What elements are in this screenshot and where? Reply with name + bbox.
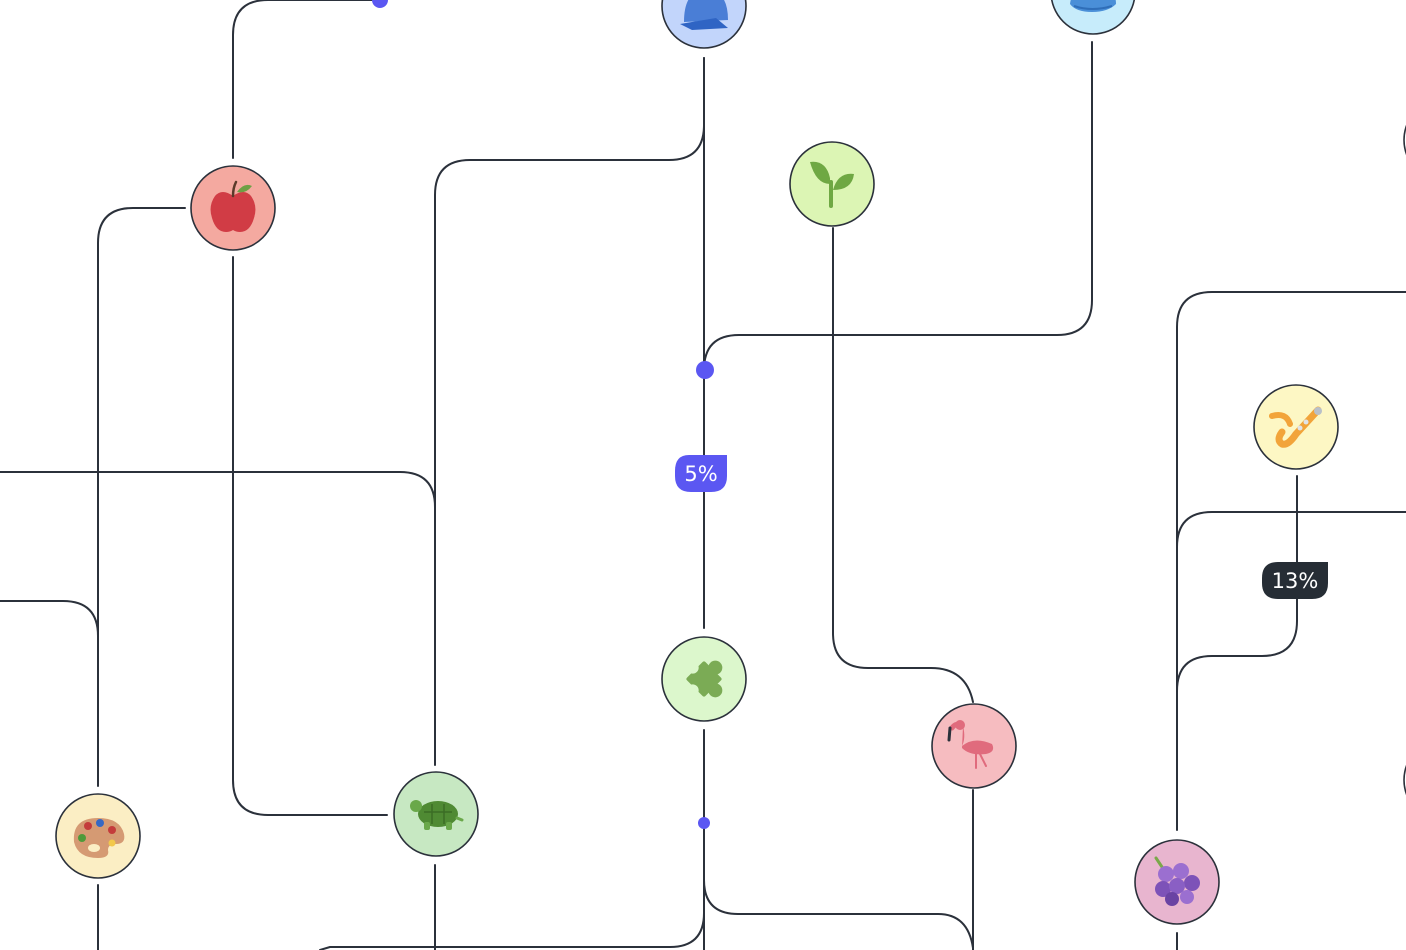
edge-puzzle-flamingo xyxy=(703,822,974,949)
node-apple[interactable] xyxy=(190,165,276,251)
edge-apple-palette xyxy=(97,207,186,787)
percent-badge-right-label: 13% xyxy=(1272,569,1319,593)
junction-dot-center[interactable] xyxy=(696,361,714,379)
node-seedling[interactable] xyxy=(789,141,875,227)
artist-palette-icon xyxy=(73,818,125,858)
cap-icon xyxy=(680,0,728,30)
node-puzzle[interactable] xyxy=(661,636,747,722)
edge-left-turtle xyxy=(0,471,436,508)
edge-saxophone-grapes xyxy=(1176,475,1298,692)
puzzle-piece-icon xyxy=(686,660,723,698)
apple-icon xyxy=(210,180,256,232)
grapes-icon xyxy=(1154,856,1200,906)
edge-whale-junction xyxy=(703,41,1093,371)
edge-seedling-flamingo xyxy=(832,227,974,703)
edge-left-palette xyxy=(0,600,99,637)
node-flamingo[interactable] xyxy=(931,703,1017,789)
edge-apple-turtle xyxy=(232,256,388,816)
percent-badge-center[interactable]: 5% xyxy=(675,455,727,492)
seedling-icon xyxy=(810,161,854,208)
node-cap[interactable] xyxy=(661,0,747,49)
edge-right-mid-grapes xyxy=(1176,511,1406,548)
saxophone-icon xyxy=(1269,406,1322,448)
junction-dots xyxy=(372,0,714,829)
whale-icon xyxy=(1070,0,1116,12)
flamingo-icon xyxy=(947,720,994,769)
turtle-icon xyxy=(410,800,464,830)
node-turtle[interactable] xyxy=(393,771,479,857)
node-saxophone[interactable] xyxy=(1253,384,1339,470)
edge-apple-top xyxy=(232,0,381,159)
node-grapes[interactable] xyxy=(1134,839,1220,925)
junction-dot-lower[interactable] xyxy=(698,817,710,829)
percent-badge-right[interactable]: 13% xyxy=(1262,562,1328,599)
junction-dot-top[interactable] xyxy=(372,0,388,8)
percent-badge-center-label: 5% xyxy=(684,462,717,486)
node-palette[interactable] xyxy=(55,793,141,879)
edge-right-top-grapes xyxy=(1176,291,1406,831)
edge-puzzle-left-bottom xyxy=(319,879,705,950)
node-whale[interactable] xyxy=(1050,0,1136,35)
edge-cap-turtle xyxy=(434,57,705,766)
